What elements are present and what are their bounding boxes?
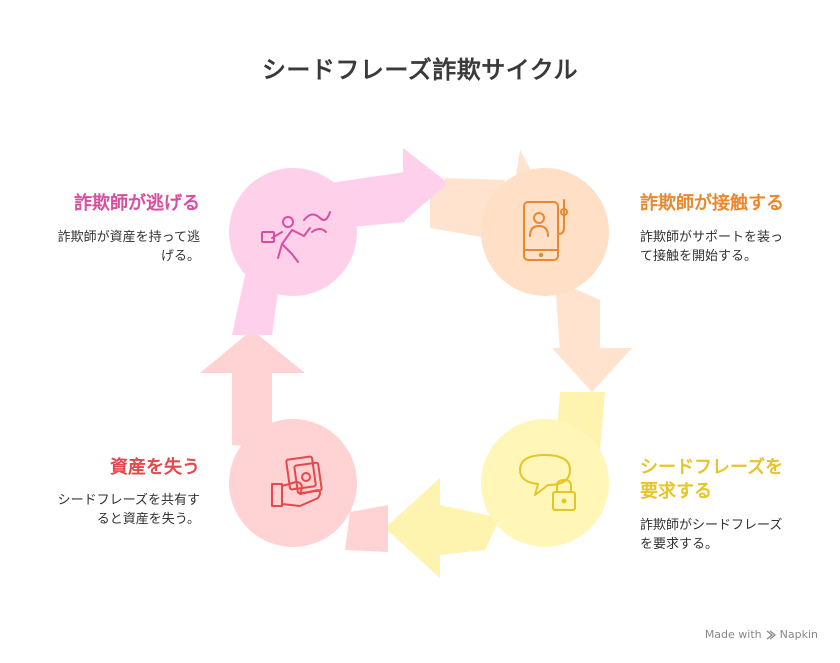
napkin-logo-icon bbox=[766, 629, 776, 640]
step-desc-line: げる。 bbox=[160, 249, 200, 264]
step-desc-line: シードフレーズを共有す bbox=[57, 493, 200, 508]
brand-prefix: Made with bbox=[704, 628, 762, 641]
step-title-loss: 資産を失う bbox=[110, 457, 200, 478]
step-circle-escape bbox=[229, 168, 357, 296]
step-title-line: シードフレーズを bbox=[640, 457, 784, 478]
step-desc-line: 詐欺師が資産を持って逃 bbox=[57, 230, 200, 245]
step-desc-line: 詐欺師がシードフレーズ bbox=[640, 518, 783, 533]
running-thief-icon bbox=[261, 211, 331, 263]
step-circle-request bbox=[481, 419, 609, 547]
cycle-arrow-top-left bbox=[330, 148, 505, 228]
step-desc-request: 詐欺師がシードフレーズ を要求する。 bbox=[640, 516, 782, 554]
step-desc-line: ると資産を失う。 bbox=[96, 512, 200, 527]
step-desc-line: を要求する。 bbox=[640, 537, 719, 552]
chat-lock-icon bbox=[519, 454, 576, 511]
step-title-line: 要求する bbox=[640, 481, 712, 502]
step-circle-contact bbox=[481, 168, 609, 296]
step-title-escape: 詐欺師が逃げる bbox=[74, 193, 200, 214]
step-title-request: シードフレーズを 要求する bbox=[640, 456, 783, 504]
brand-name: Napkin bbox=[779, 628, 818, 641]
step-desc-line: 詐欺師がサポートを装っ bbox=[640, 230, 784, 245]
step-title-contact: 詐欺師が接触する bbox=[640, 193, 784, 214]
hand-money-icon bbox=[271, 455, 323, 507]
step-desc-contact: 詐欺師がサポートを装っ て接触を開始する。 bbox=[640, 228, 783, 266]
cycle-arrow-right bbox=[552, 280, 632, 455]
step-desc-escape: 詐欺師が資産を持って逃 げる。 bbox=[20, 228, 200, 266]
step-desc-loss: シードフレーズを共有す ると資産を失う。 bbox=[20, 491, 200, 529]
brand-watermark[interactable]: Made with Napkin bbox=[705, 628, 818, 641]
cycle-arrow-bottom bbox=[345, 478, 500, 578]
phone-fishing-icon bbox=[523, 199, 568, 261]
page-title: シードフレーズ詐欺サイクル bbox=[261, 56, 579, 84]
step-desc-line: て接触を開始する。 bbox=[640, 249, 758, 264]
